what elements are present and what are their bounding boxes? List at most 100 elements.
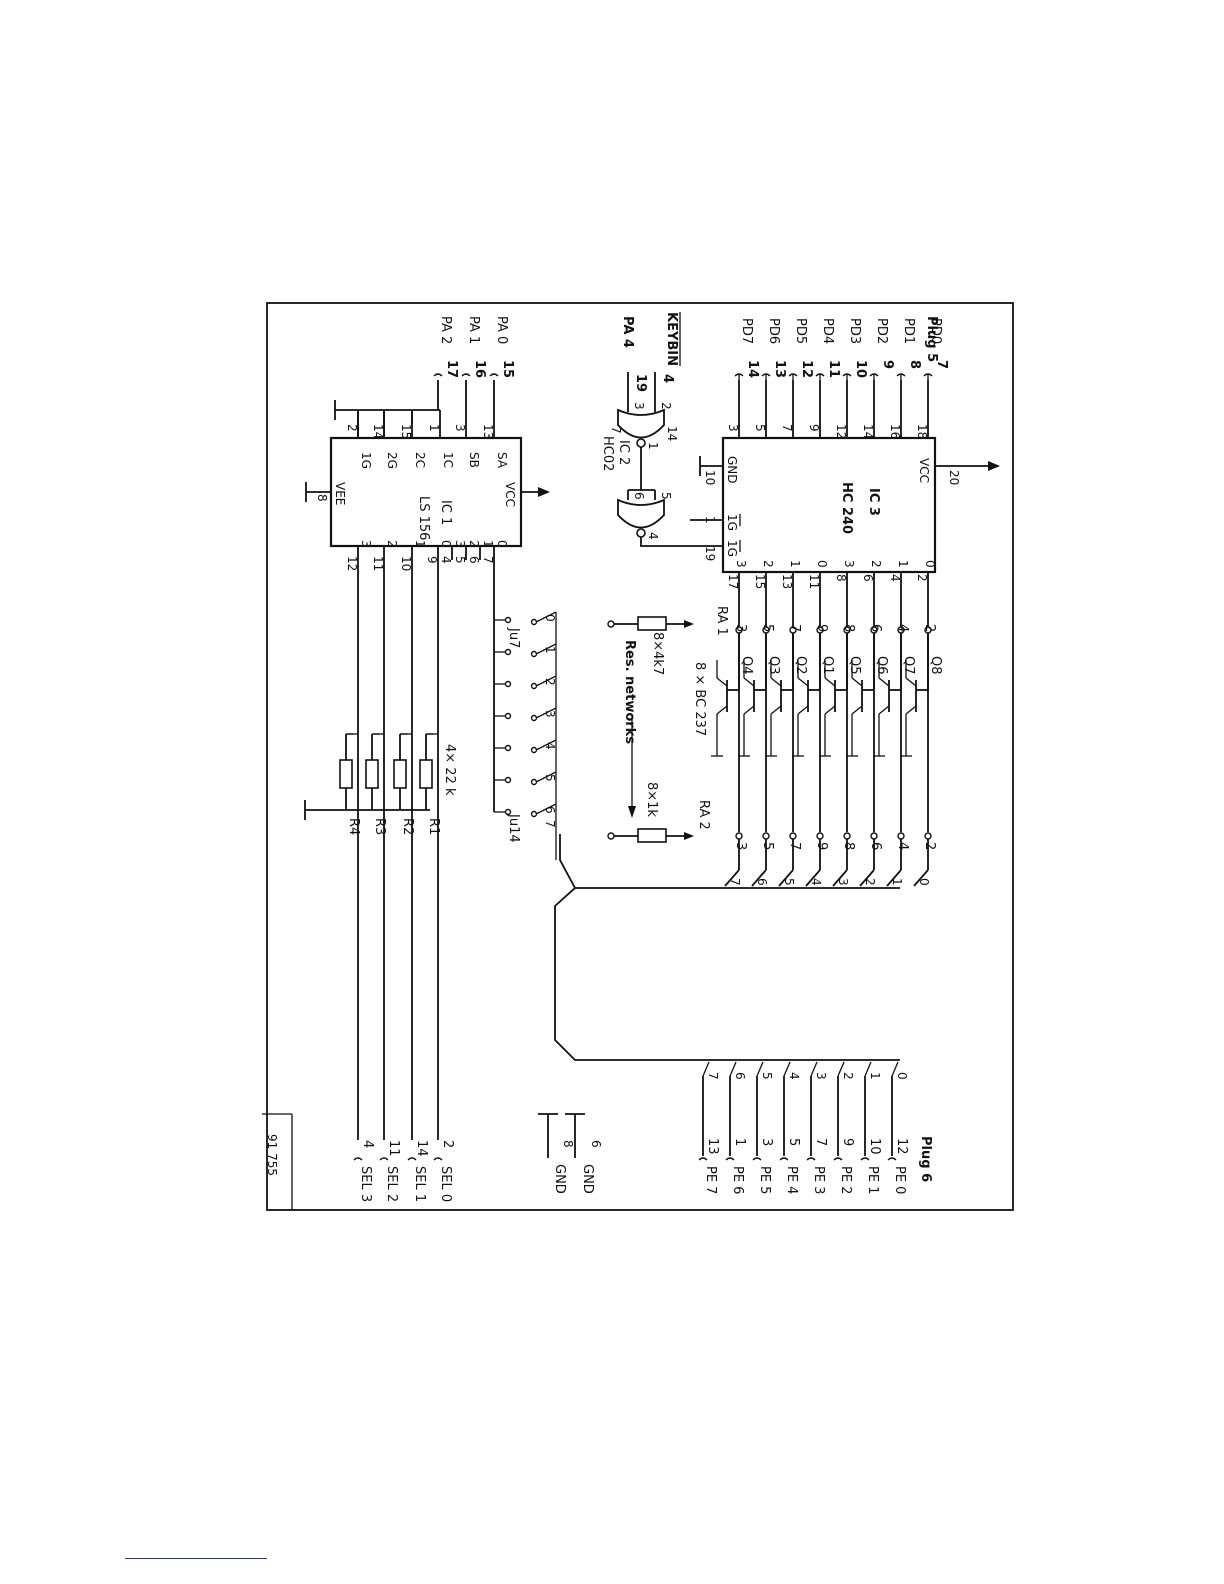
jumper-switch bbox=[535, 771, 557, 783]
ic2-type: HC02 bbox=[600, 436, 615, 471]
transistor-name: Q8 bbox=[928, 656, 943, 675]
plug6-pin-number: 1 bbox=[732, 1138, 747, 1146]
bus-feed-wire bbox=[913, 869, 929, 887]
plug6-pin-number: 3 bbox=[759, 1138, 774, 1146]
pa-connector-arc bbox=[489, 373, 499, 377]
jumper-number: 3 bbox=[543, 710, 557, 718]
resistor-symbol bbox=[365, 759, 379, 789]
ic1-input-label: 1G bbox=[359, 452, 373, 469]
ic1-input-label: SA bbox=[495, 452, 509, 469]
ic3-g1-label: 1G bbox=[725, 514, 739, 531]
ic1-input-label: 2G bbox=[385, 452, 399, 469]
ic1-output-pin: 7 bbox=[481, 556, 495, 564]
plug6-pin-number: 12 bbox=[894, 1138, 909, 1155]
ic1-output-index: 2 bbox=[385, 540, 399, 548]
plug6-signal-label: PE 5 bbox=[757, 1166, 772, 1194]
ic1-output-index: 3 bbox=[453, 540, 467, 548]
ra2-pin-number: 4 bbox=[895, 842, 910, 850]
plug5-connector-arc bbox=[761, 373, 771, 380]
plug6-label: Plug 6 bbox=[918, 1136, 933, 1182]
transistor-array-label: 8 × BC 237 bbox=[692, 662, 707, 736]
ic1-vcc-arrow bbox=[538, 487, 550, 497]
resistor-name: R3 bbox=[372, 818, 387, 835]
ic3-gnd-label: GND bbox=[725, 456, 739, 484]
ic3-output-pin: 6 bbox=[861, 574, 875, 582]
plug6-bus-feed bbox=[837, 1061, 845, 1077]
ic2-gnd-pin: 7 bbox=[609, 426, 623, 434]
res-network-1-value: 8×4k7 bbox=[650, 632, 665, 675]
ic3-input-pin: 3 bbox=[726, 424, 740, 432]
transistor-collector bbox=[770, 677, 782, 687]
bus-index: 1 bbox=[890, 878, 904, 886]
jumper-first-label: Ju7 bbox=[506, 627, 521, 648]
ra2-label: RA 2 bbox=[696, 800, 711, 830]
ic2-gate-2-pin-out: 4 bbox=[646, 532, 660, 540]
ic3-output-index: 1 bbox=[896, 560, 910, 568]
ic3-vcc-arrow bbox=[988, 461, 1000, 471]
ic3-output-pin: 15 bbox=[753, 574, 767, 589]
ic1-input-pin: 3 bbox=[453, 424, 467, 432]
plug6-bus-index: 7 bbox=[706, 1072, 720, 1080]
plug5-signal-label: PD5 bbox=[793, 318, 808, 344]
bus-feed-wire bbox=[832, 869, 848, 887]
plug5-signal-label: PD7 bbox=[739, 318, 754, 344]
ra2-terminal bbox=[924, 832, 932, 840]
plug6-pin-number: 13 bbox=[705, 1138, 720, 1155]
plug5-connector-arc bbox=[923, 373, 933, 380]
ic2-vcc-pin: 14 bbox=[665, 426, 679, 441]
sel-signal-label: SEL 0 bbox=[438, 1166, 453, 1202]
resistor-symbol bbox=[419, 759, 433, 789]
sel-pin-number: 4 bbox=[360, 1140, 375, 1148]
bus-index: 6 bbox=[755, 878, 769, 886]
plug6-signal-label: PE 4 bbox=[784, 1166, 799, 1194]
jumper-number: 6 bbox=[543, 806, 557, 814]
pa-signal-label: PA 0 bbox=[494, 316, 509, 344]
sel-signal-label: SEL 2 bbox=[384, 1166, 399, 1202]
transistor-name: Q1 bbox=[820, 656, 835, 675]
jumper-switch bbox=[535, 675, 557, 687]
plug5-pin-number: 13 bbox=[772, 360, 787, 378]
ra1-label: RA 1 bbox=[714, 606, 729, 636]
ic1-output-pin: 5 bbox=[453, 556, 467, 564]
plug6-connector-arc bbox=[698, 1157, 708, 1161]
bus-index: 5 bbox=[782, 878, 796, 886]
plug5-pin-number: 9 bbox=[880, 360, 895, 369]
sel-connector-arc bbox=[379, 1157, 389, 1161]
resistor-symbol bbox=[393, 759, 407, 789]
plug6-bus-feed bbox=[756, 1061, 764, 1077]
ic2-gate-2-pin-a: 5 bbox=[659, 492, 673, 500]
plug6-signal-label: PE 0 bbox=[892, 1166, 907, 1194]
res-network-2-terminal bbox=[607, 832, 615, 840]
transistor-name: Q5 bbox=[847, 656, 862, 675]
res-networks-label: Res. networks bbox=[622, 640, 637, 744]
plug5-pin-number: 8 bbox=[907, 360, 922, 369]
pa-pin-number: 16 bbox=[472, 360, 487, 378]
ra1-pin-number: 2 bbox=[922, 624, 937, 632]
jumper-pin-right bbox=[530, 650, 538, 658]
res-network-1-terminal bbox=[607, 620, 615, 628]
plug6-connector-arc bbox=[806, 1157, 816, 1161]
ra2-terminal bbox=[843, 832, 851, 840]
resistors-value: 4× 22 k bbox=[442, 744, 457, 796]
pa-connector-arc bbox=[461, 373, 471, 377]
transistor-emitter bbox=[797, 705, 809, 715]
plug6-gnd-pin-b: 8 bbox=[561, 1140, 575, 1148]
plug6-bus-feed bbox=[810, 1061, 818, 1077]
ic3-body bbox=[721, 436, 937, 574]
ic3-output-pin: 4 bbox=[888, 574, 902, 582]
ic1-vcc-label: VCC bbox=[503, 482, 517, 507]
keybin-label: KEYBIN bbox=[664, 312, 679, 366]
ra1-pin-number: 3 bbox=[733, 624, 748, 632]
ic3-gnd-pin: 10 bbox=[703, 470, 717, 485]
ic3-g2-label: 1G bbox=[725, 540, 739, 557]
bus-index: 4 bbox=[809, 878, 823, 886]
ic1-input-pin: 14 bbox=[371, 424, 385, 439]
plug5-pd-lines: PD07180PD18161PD29142PD310123PD41190PD51… bbox=[726, 318, 949, 452]
jumper-number: 1 bbox=[543, 646, 557, 654]
ic3-g1-pin: 1 bbox=[703, 516, 717, 524]
jumper-switch bbox=[535, 611, 557, 623]
jumper-pin-left bbox=[504, 744, 512, 752]
